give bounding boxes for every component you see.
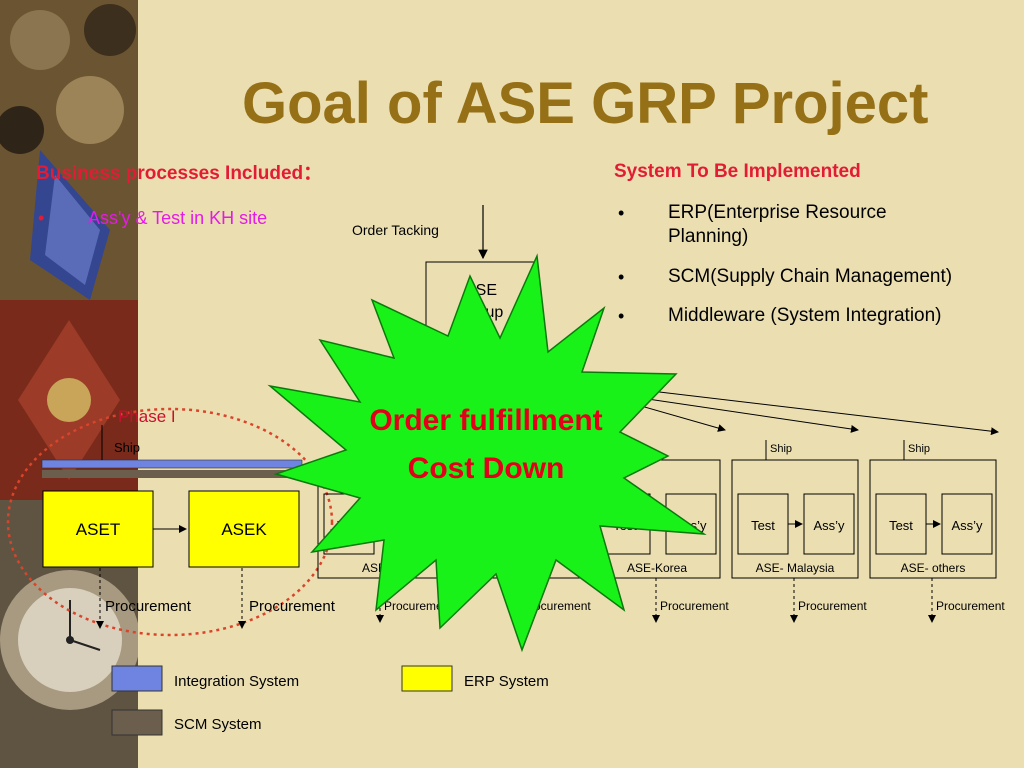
starburst-shape xyxy=(267,253,707,653)
hub-to-others-arrow xyxy=(599,384,999,436)
systems-item-scm: SCM(Supply Chain Management) xyxy=(668,265,952,289)
systems-item-erp: ERP(Enterprise Resource Planning) xyxy=(668,201,887,249)
site-frame xyxy=(731,459,859,579)
starburst-line2: Cost Down xyxy=(408,452,565,485)
site-test-label: Test xyxy=(751,518,775,533)
site-test-label: Test xyxy=(889,518,913,533)
systems-item-line: Middleware (System Integration) xyxy=(668,305,942,326)
scm-system-bar xyxy=(42,470,302,478)
phase-one-label: Phase I xyxy=(118,407,176,426)
site-asek-box xyxy=(188,490,300,568)
legend-label-scm: SCM System xyxy=(174,716,262,733)
site-assy-box xyxy=(803,493,855,555)
procurement-label: Procurement xyxy=(105,598,192,615)
site-assy-label: Ass’y xyxy=(951,518,983,533)
systems-item-line: ERP(Enterprise Resource xyxy=(668,202,887,223)
site-asek-label: ASEK xyxy=(221,520,267,539)
order-tacking-label: Order Tacking xyxy=(352,222,439,238)
site-assy-label: Ass’y xyxy=(813,518,845,533)
page-title: Goal of ASE GRP Project xyxy=(242,71,929,136)
site-name-label: ASE-Korea xyxy=(627,561,687,575)
site-frame xyxy=(869,459,997,579)
site-ship-label: Ship xyxy=(908,443,930,455)
systems-item-line: SCM(Supply Chain Management) xyxy=(668,266,953,287)
legend-swatch-scm xyxy=(111,709,163,736)
ship-label: Ship xyxy=(114,440,140,455)
systems-item-line: Planning) xyxy=(668,226,749,247)
site-procurement-label: Procurement xyxy=(660,599,729,613)
site-procurement-label: Procurement xyxy=(798,599,867,613)
legend-swatch-integration xyxy=(111,665,163,692)
business-processes-heading: Business processes Included： xyxy=(36,163,323,184)
legend-swatch-erp xyxy=(401,665,453,692)
systems-bullet: • xyxy=(618,306,625,326)
site-assy-box xyxy=(941,493,993,555)
site-name-label: ASE- others xyxy=(901,561,966,575)
site-aset-box xyxy=(42,490,154,568)
integration-system-bar xyxy=(41,459,303,469)
systems-item-middleware: Middleware (System Integration) xyxy=(668,304,942,328)
site-procurement-label: Procurement xyxy=(384,599,453,613)
procurement-label: Procurement xyxy=(249,598,336,615)
systems-bullet: • xyxy=(618,267,625,287)
site-name-label: ASE- Malaysia xyxy=(756,561,835,575)
phase-one-circle xyxy=(6,407,334,637)
systems-heading: System To Be Implemented xyxy=(614,161,861,182)
site-procurement-label: Procurement xyxy=(936,599,1005,613)
business-processes-item: Ass'y & Test in KH site xyxy=(88,208,268,228)
site-aset-label: ASET xyxy=(76,520,120,539)
starburst-line1: Order fulfillment xyxy=(369,404,602,437)
business-processes-bullet: • xyxy=(38,208,45,228)
legend-label-erp: ERP System xyxy=(464,673,549,690)
legend-label-integration: Integration System xyxy=(174,673,300,690)
site-ship-label: Ship xyxy=(770,443,792,455)
systems-bullet: • xyxy=(618,203,625,223)
